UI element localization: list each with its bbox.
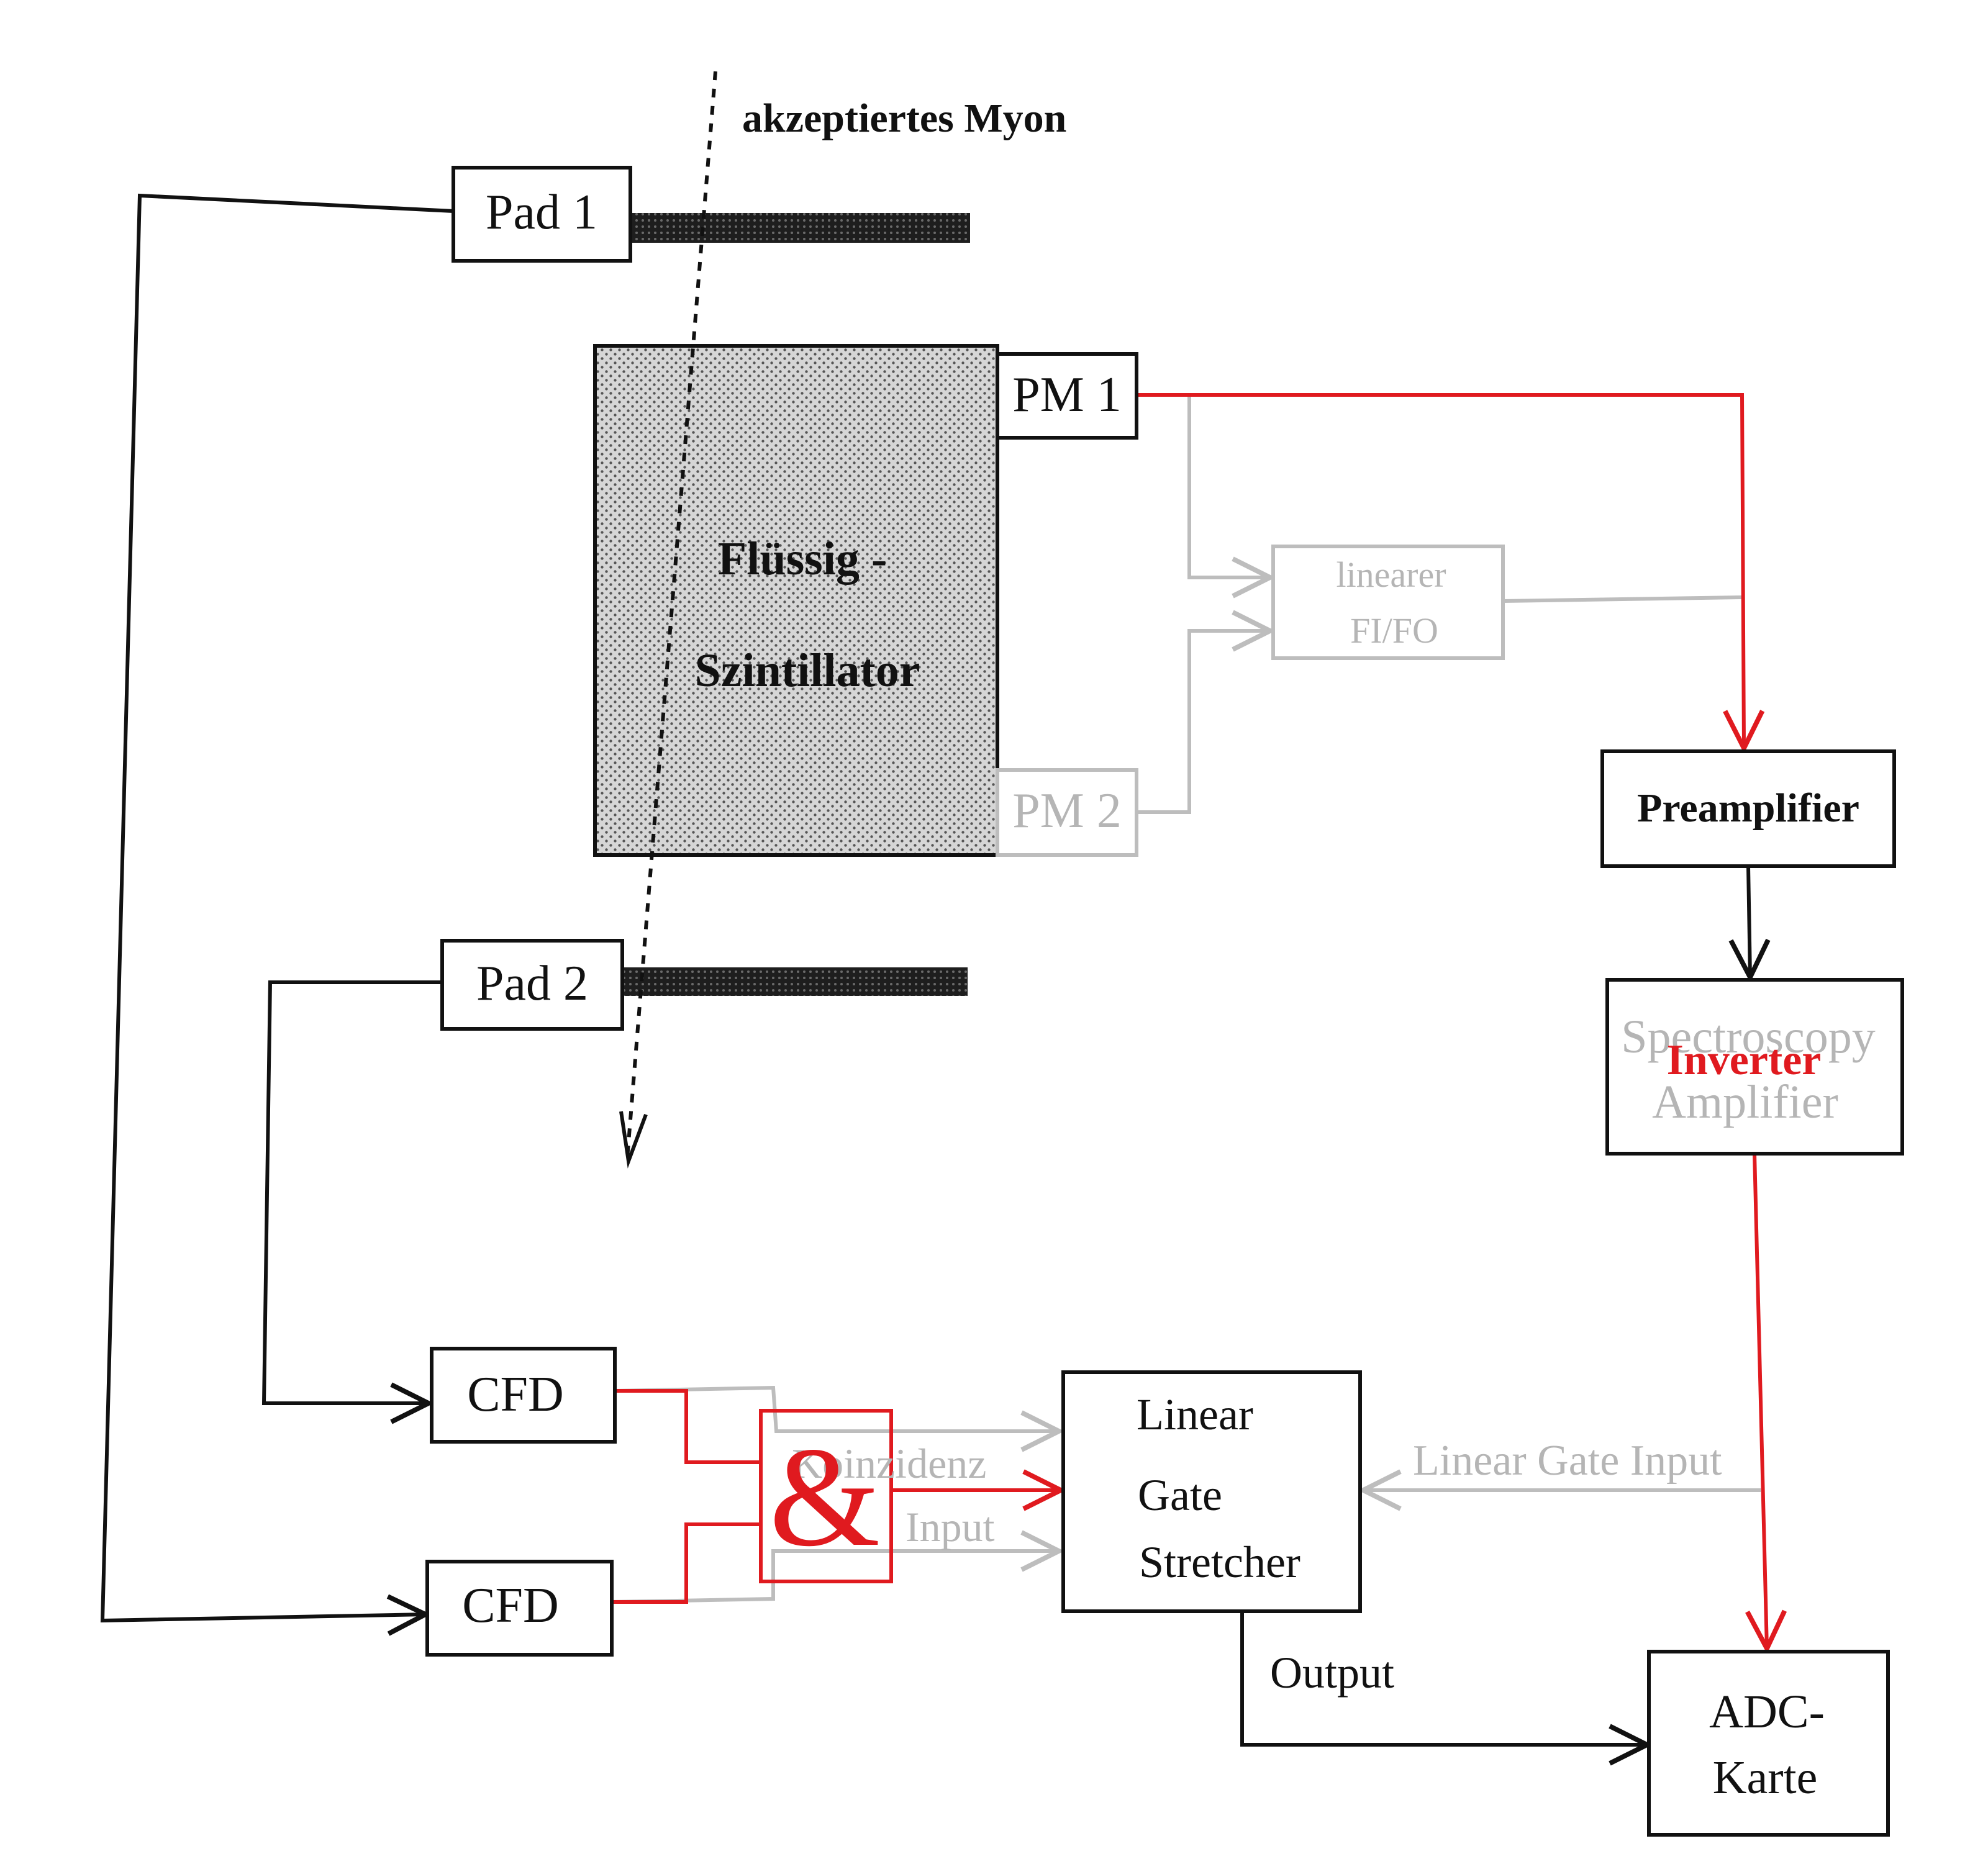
cfd-top-to-and-wire — [615, 1389, 761, 1464]
pad1-plate — [627, 213, 970, 243]
pad2-box — [440, 939, 624, 1031]
spectroscopy-label-line2: Amplifier — [1652, 1076, 1838, 1128]
inverter-label: Inverter — [1667, 1036, 1822, 1084]
pm1-to-fifo-wire — [1137, 393, 1270, 577]
scintillator-label-line2: Szintillator — [694, 645, 920, 697]
muon-label: akzeptiertes Myon — [742, 96, 1066, 141]
muon-track — [625, 71, 717, 1159]
pm2-to-fifo-wire — [1137, 631, 1270, 814]
cfd-bottom-to-lgs-wire — [611, 1551, 1059, 1604]
fifo-label-line2: FI/FO — [1350, 610, 1438, 651]
adc-label-line2: Karte — [1713, 1752, 1818, 1804]
and-gate-symbol: & — [769, 1418, 881, 1576]
cfd-top-box — [430, 1347, 617, 1444]
fifo-output-wire — [1502, 595, 1743, 603]
lgs-label-line1: Linear — [1137, 1390, 1253, 1439]
red-wiring — [612, 393, 1767, 1649]
pm2-box — [996, 768, 1138, 857]
adc-card-box — [1647, 1650, 1890, 1837]
black-wiring — [100, 193, 1750, 1745]
pad2-plate — [621, 967, 968, 996]
pad2-to-cfd-top-wire — [261, 980, 442, 1403]
pad1-to-cfd-bottom-wire — [100, 193, 454, 1621]
spectroscopy-label-line1: Spectroscopy — [1621, 1011, 1875, 1063]
cfd-top-label: CFD — [467, 1367, 564, 1422]
pm1-to-preamp-wire — [1137, 393, 1744, 748]
pm1-label: PM 1 — [1012, 368, 1122, 422]
preamp-to-amplifier-wire — [1748, 866, 1750, 977]
scintillator-block — [593, 344, 999, 857]
scintillator-label-line1: Flüssig - — [718, 533, 887, 585]
cfd-bottom-box — [425, 1560, 614, 1657]
pm1-box — [996, 352, 1138, 440]
pad1-label: Pad 1 — [486, 185, 597, 240]
amplifier-to-adc-wire — [1754, 1153, 1767, 1649]
pm2-label: PM 2 — [1012, 784, 1122, 838]
output-label: Output — [1270, 1648, 1394, 1698]
lgs-label-line2: Gate — [1138, 1470, 1222, 1520]
fifo-label-line1: linearer — [1336, 554, 1446, 595]
linear-gate-stretcher-box — [1061, 1370, 1362, 1613]
preamplifier-label: Preamplifier — [1637, 785, 1859, 831]
preamplifier-box — [1600, 749, 1896, 868]
fifo-box — [1271, 545, 1505, 660]
lgs-label-line3: Stretcher — [1139, 1537, 1300, 1587]
muon-arrowhead-icon — [619, 1111, 648, 1169]
adc-label-line1: ADC- — [1709, 1686, 1825, 1738]
coincidence-and-box — [759, 1409, 893, 1583]
koinzidenz-label: Koinzidenz — [792, 1440, 986, 1487]
pad1-box — [452, 166, 632, 263]
input-label: Input — [905, 1503, 995, 1550]
faded-wiring — [611, 393, 1761, 1604]
cfd-bottom-to-and-wire — [612, 1522, 761, 1604]
cfd-bottom-label: CFD — [462, 1578, 559, 1633]
linear-gate-input-label: Linear Gate Input — [1413, 1437, 1722, 1485]
spectroscopy-amplifier-box — [1605, 978, 1904, 1156]
pad2-label: Pad 2 — [476, 956, 588, 1011]
lgs-output-to-adc-wire — [1240, 1611, 1647, 1745]
